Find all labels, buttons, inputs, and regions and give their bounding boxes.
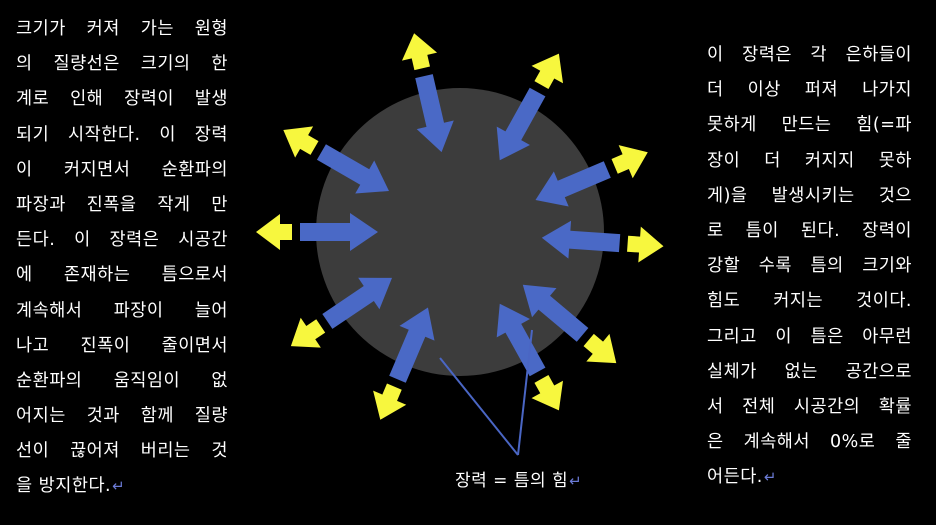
text-line: 게)을 발생시키는 것으: [707, 179, 912, 214]
text-line-content: 을 방지한다.: [16, 476, 112, 497]
text-line-content: 크기가 커져 가는 원형: [16, 19, 228, 39]
text-line: 나고 진폭이 줄이면서: [16, 329, 228, 364]
text-line: 선이 끊어져 버리는 것: [16, 434, 228, 469]
outward-expansion-arrow-icon: [525, 370, 575, 420]
text-line: 이 커지면서 순환파의: [16, 153, 228, 188]
text-line: 로 틈이 된다. 장력이: [707, 214, 912, 249]
text-line-content: 나고 진폭이 줄이면서: [16, 335, 228, 356]
text-line-content: 못하게 만드는 힘(=파: [707, 115, 912, 136]
outward-expansion-arrow-icon: [256, 214, 292, 250]
text-line-content: 이 커지면서 순환파의: [16, 159, 228, 180]
text-line: 실체가 없는 공간으로: [707, 355, 912, 390]
text-line: 그리고 이 틈은 아무런: [707, 320, 912, 355]
text-line: 서 전체 시공간의 확률: [707, 390, 912, 425]
text-line: 되기 시작한다. 이 장력: [16, 118, 228, 153]
outward-expansion-arrow-icon: [363, 379, 411, 427]
return-mark-icon: ↵: [569, 472, 583, 490]
text-line: 어지는 것과 함께 질량: [16, 399, 228, 434]
text-line-content: 계속해서 파장이 늘어: [16, 300, 228, 321]
text-line-content: 순환파의 움직임이 없: [16, 370, 228, 391]
text-line-content: 게)을 발생시키는 것으: [707, 185, 912, 206]
caption-pointer-lines: [439, 329, 533, 456]
diagram-caption: 장력 = 틈의 힘↵: [455, 466, 582, 491]
return-mark-icon: ↵: [112, 477, 126, 496]
text-line-content: 선이 끊어져 버리는 것: [16, 441, 228, 462]
text-line: 은 계속해서 0%로 줄: [707, 425, 912, 460]
text-line: 장이 더 커지지 못하: [707, 144, 912, 179]
text-line-content: 파장과 진폭을 작게 만: [16, 194, 228, 215]
text-line: 강할 수록 틈의 크기와: [707, 249, 912, 284]
outward-expansion-arrow-icon: [607, 135, 655, 183]
text-line: 순환파의 움직임이 없: [16, 364, 228, 399]
text-line: 에 존재하는 틈으로서: [16, 258, 228, 293]
text-line-content: 은 계속해서 0%로 줄: [707, 432, 912, 453]
text-line: 든다. 이 장력은 시공간: [16, 223, 228, 258]
outward-expansion-arrow-icon: [577, 326, 628, 377]
text-line: 이 장력은 각 은하들이: [707, 38, 912, 73]
text-line-content: 어든다.: [707, 467, 763, 488]
text-line-content: 서 전체 시공간의 확률: [707, 396, 912, 417]
text-line-content: 그리고 이 틈은 아무런: [707, 326, 912, 347]
text-line: 더 이상 퍼져 나가지: [707, 73, 912, 108]
text-line-content: 실체가 없는 공간으로: [707, 361, 912, 382]
caption-text: 장력 = 틈의 힘: [455, 471, 569, 491]
outward-expansion-arrow-icon: [626, 225, 665, 265]
text-line-content: 강할 수록 틈의 크기와: [707, 256, 912, 277]
outward-expansion-arrow-icon: [525, 44, 575, 94]
text-line-content: 어지는 것과 함께 질량: [16, 406, 228, 427]
text-line-content: 계로 인해 장력이 발생: [16, 89, 228, 110]
return-mark-icon: ↵: [763, 468, 777, 487]
text-line: 계로 인해 장력이 발생: [16, 82, 228, 117]
text-line: 어든다.↵: [707, 460, 912, 495]
text-line: 크기가 커져 가는 원형: [16, 12, 228, 47]
text-line-content: 장이 더 커지지 못하: [707, 150, 912, 171]
text-line-content: 이 장력은 각 은하들이: [707, 45, 912, 65]
text-line-content: 로 틈이 된다. 장력이: [707, 220, 912, 241]
outward-expansion-arrow-icon: [280, 311, 331, 361]
text-line: 파장과 진폭을 작게 만: [16, 188, 228, 223]
text-line-content: 더 이상 퍼져 나가지: [707, 80, 912, 101]
text-line: 의 질량선은 크기의 한: [16, 47, 228, 82]
text-line: 못하게 만드는 힘(=파: [707, 108, 912, 143]
text-line: 을 방지한다.↵: [16, 469, 228, 504]
text-line-content: 든다. 이 장력은 시공간: [16, 230, 228, 251]
text-line-content: 의 질량선은 크기의 한: [16, 54, 228, 75]
outward-expansion-arrow-icon: [274, 114, 324, 164]
text-line-content: 되기 시작한다. 이 장력: [16, 124, 228, 145]
text-line: 힘도 커지는 것이다.: [707, 284, 912, 319]
text-line-content: 힘도 커지는 것이다.: [707, 291, 912, 312]
text-line-content: 에 존재하는 틈으로서: [16, 265, 228, 286]
outward-expansion-arrow-icon: [396, 29, 440, 73]
text-line: 계속해서 파장이 늘어: [16, 294, 228, 329]
